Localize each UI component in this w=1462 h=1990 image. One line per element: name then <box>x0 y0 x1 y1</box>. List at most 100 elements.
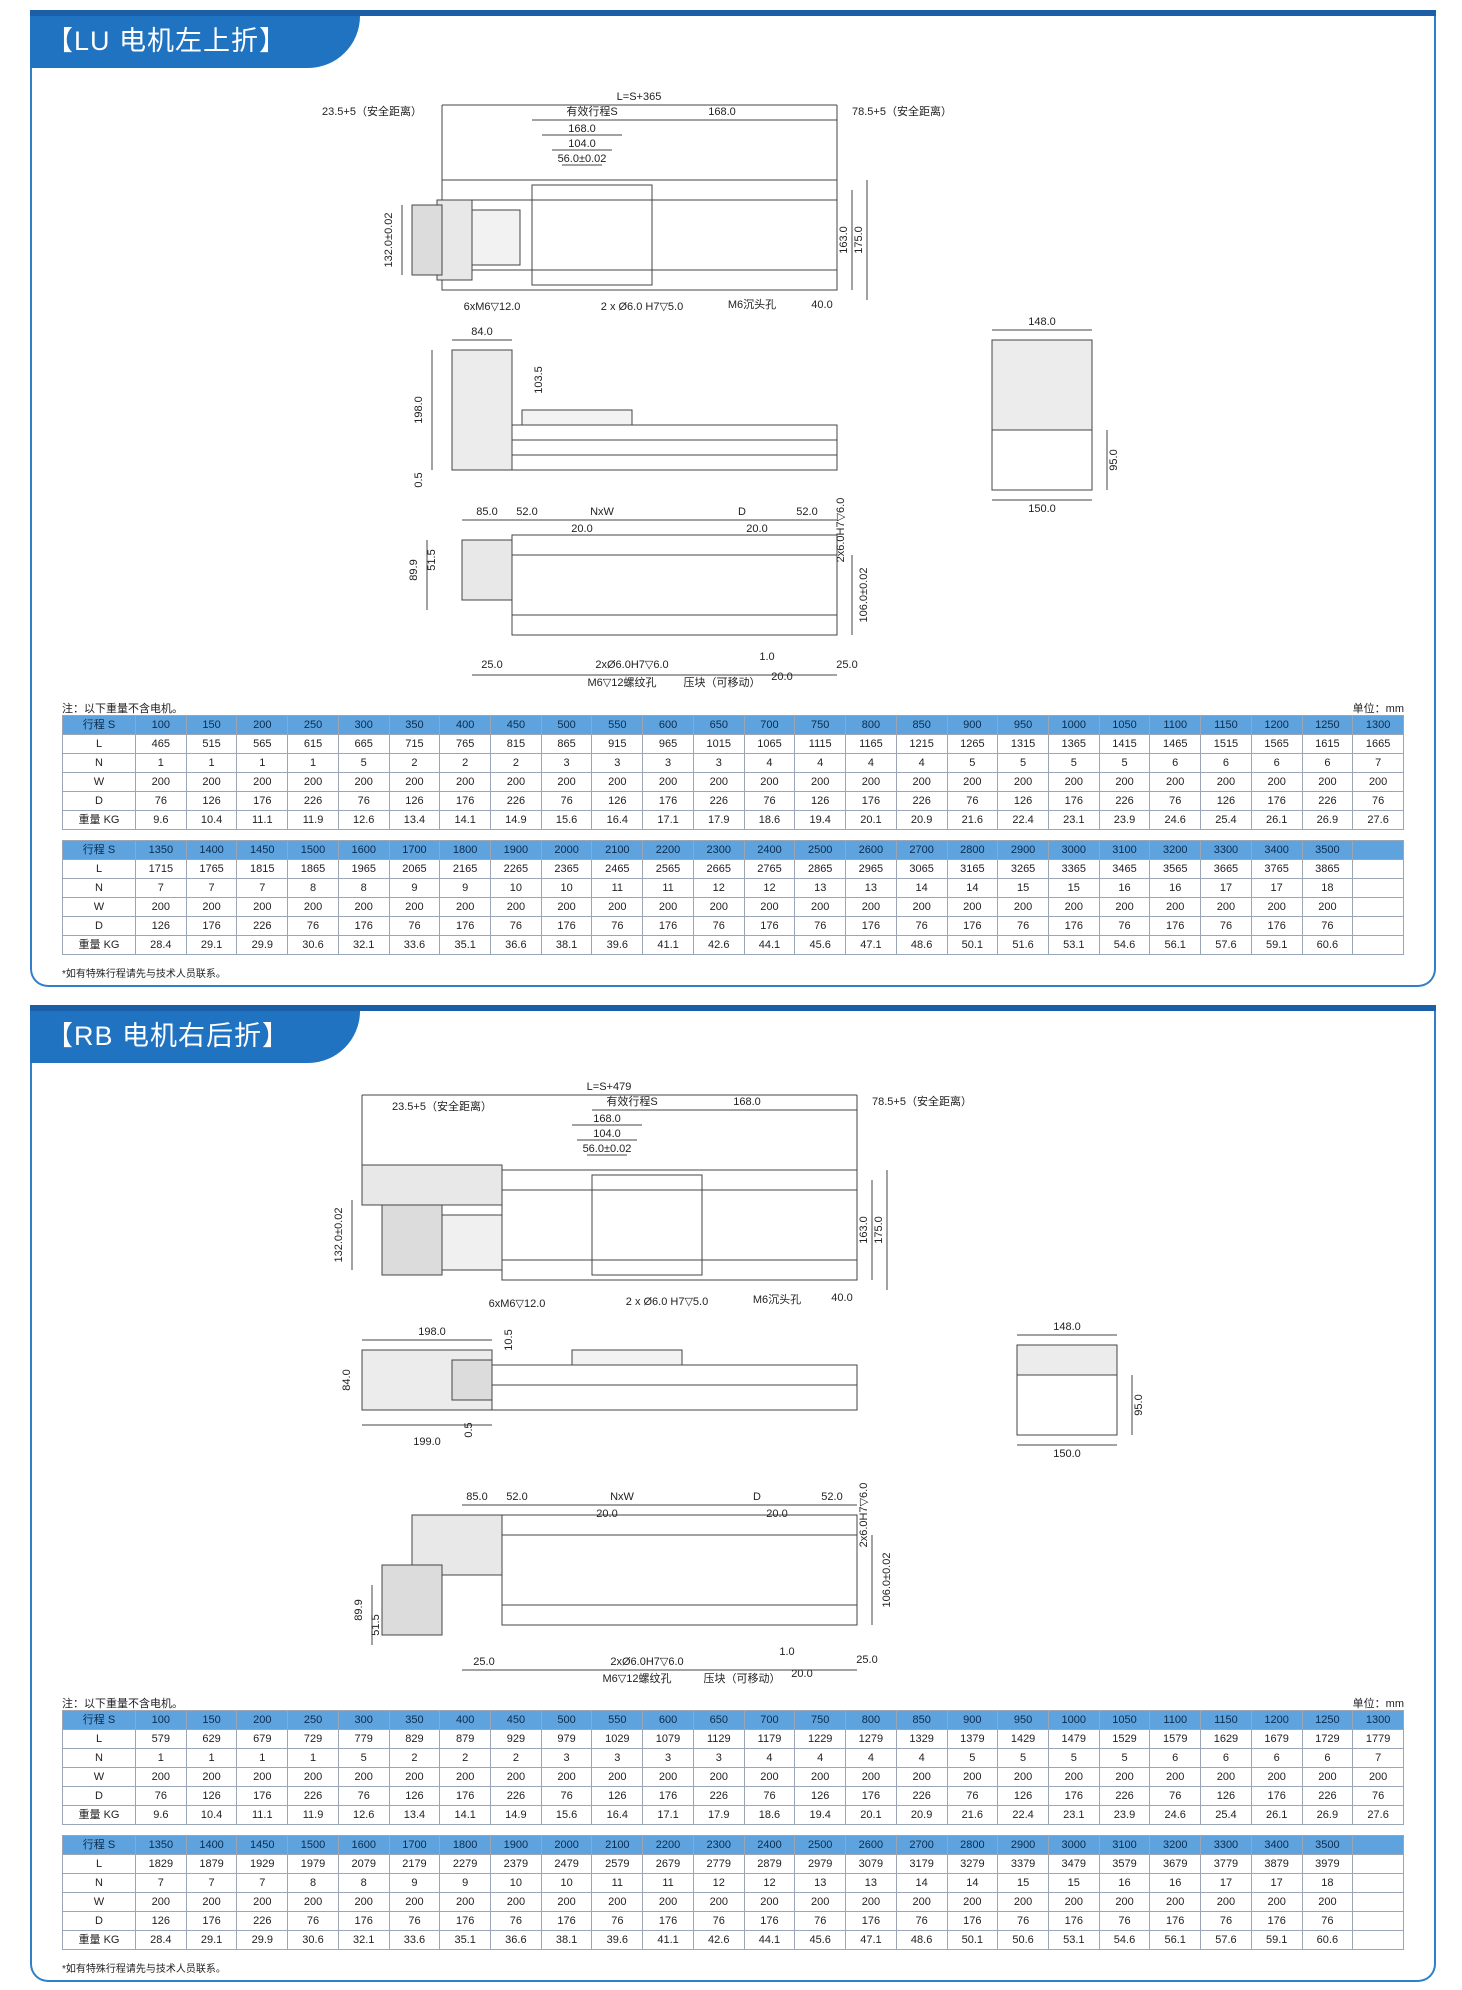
dim-m6-12: M6▽12螺纹孔 <box>603 1671 672 1685</box>
table-cell: 30.6 <box>287 1930 339 1950</box>
dim-52a: 52.0 <box>516 506 537 518</box>
table-cell: 2500 <box>794 1835 847 1855</box>
table-cell: 550 <box>591 715 644 735</box>
table-cell: 1 <box>185 753 238 773</box>
table-cell: 1515 <box>1200 734 1252 754</box>
table-cell: 36.6 <box>490 1930 542 1950</box>
table-cell: 126 <box>997 1786 1049 1806</box>
table-cell: 200 <box>490 1767 542 1787</box>
table-cell: 200 <box>895 772 948 792</box>
table-cell: 3 <box>591 753 644 773</box>
table-cell: 1450 <box>236 840 289 860</box>
table-cell: 3479 <box>1047 1854 1100 1874</box>
section-lu: 【LU 电机左上折】 <box>30 10 1436 987</box>
section-rb: 【RB 电机右后折】 <box>30 1005 1436 1982</box>
dim-20c: 20.0 <box>791 1668 812 1680</box>
table-cell: 500 <box>540 715 593 735</box>
table-cell: 176 <box>439 791 492 811</box>
table-cell: 45.6 <box>794 1930 847 1950</box>
table-cell: 200 <box>439 1892 492 1912</box>
table-cell: 900 <box>946 715 999 735</box>
table-cell: 1229 <box>794 1729 847 1749</box>
table-cell: 44.1 <box>743 935 796 955</box>
table-cell: 200 <box>388 772 441 792</box>
table-cell: 200 <box>439 1767 492 1787</box>
table-cell: 200 <box>1301 897 1354 917</box>
table-cell: 6 <box>1200 753 1252 773</box>
table-cell: 3000 <box>1047 1835 1100 1855</box>
table-cell: 3179 <box>895 1854 948 1874</box>
table-cell: 3865 <box>1301 859 1354 879</box>
table-cell: 59.1 <box>1250 935 1303 955</box>
dim-20b: 20.0 <box>766 1508 787 1520</box>
table-cell: 7 <box>185 878 238 898</box>
table-cell: 13 <box>845 878 897 898</box>
table-cell: 2465 <box>591 859 644 879</box>
table-cell: 2 <box>388 753 441 773</box>
table-cell: 76 <box>1352 1786 1404 1806</box>
table-cell: 200 <box>692 1767 745 1787</box>
table-cell: 200 <box>1352 1767 1404 1787</box>
table-cell: 3300 <box>1200 1835 1252 1855</box>
table-cell: 176 <box>946 1911 999 1931</box>
table-cell: 47.1 <box>845 935 897 955</box>
table-cell: 22.4 <box>997 1805 1049 1825</box>
table-cell: 126 <box>591 1786 644 1806</box>
table-cell: 200 <box>997 1892 1049 1912</box>
table-cell: 7 <box>236 878 289 898</box>
dim-85: 85.0 <box>466 1491 487 1503</box>
table-cell: 176 <box>1047 791 1100 811</box>
table-cell: 76 <box>540 1786 593 1806</box>
table-cell: 1300 <box>1352 715 1404 735</box>
table-cell: 50.1 <box>946 1930 999 1950</box>
table-cell: 200 <box>1250 1892 1303 1912</box>
table-cell: 13 <box>794 878 847 898</box>
table-cell: 2279 <box>439 1854 492 1874</box>
table-cell: 11.9 <box>287 1805 339 1825</box>
table-cell: 1400 <box>185 840 238 860</box>
table-cell: 200 <box>845 772 897 792</box>
table-cell: 14 <box>895 1873 948 1893</box>
dim-95: 95.0 <box>1133 1394 1145 1415</box>
dim-132: 132.0±0.02 <box>383 213 395 268</box>
table-cell: 1415 <box>1098 734 1151 754</box>
table-cell: 3579 <box>1098 1854 1151 1874</box>
table-cell: 50.6 <box>997 1930 1049 1950</box>
table-cell: 1979 <box>287 1854 339 1874</box>
table-cell: 17 <box>1250 878 1303 898</box>
table-cell: 1279 <box>845 1729 897 1749</box>
table-cell: 76 <box>743 791 796 811</box>
table-cell: 20.1 <box>845 1805 897 1825</box>
table-cell: 226 <box>895 1786 948 1806</box>
table-cell: 3500 <box>1301 840 1354 860</box>
dim-safe-right: 78.5+5（安全距离） <box>852 104 952 118</box>
dim-hole-pin: 2 x Ø6.0 H7▽5.0 <box>601 301 683 313</box>
table-cell: 57.6 <box>1200 1930 1252 1950</box>
table-cell: 2665 <box>692 859 745 879</box>
table-cell: 1800 <box>439 1835 492 1855</box>
dim-40: 40.0 <box>811 299 832 311</box>
table-cell: 3065 <box>895 859 948 879</box>
dim-85: 85.0 <box>476 506 497 518</box>
table-cell: 3879 <box>1250 1854 1303 1874</box>
table-cell: 200 <box>895 1767 948 1787</box>
table-cell: 650 <box>692 715 745 735</box>
table-cell: 42.6 <box>692 1930 745 1950</box>
table-cell: 15 <box>1047 1873 1100 1893</box>
table-cell: 176 <box>1250 791 1303 811</box>
table-cell: 750 <box>794 715 847 735</box>
table-cell: 14 <box>895 878 948 898</box>
table-cell: 176 <box>1149 1911 1202 1931</box>
footnote: *如有特殊行程请先与技术人员联系。 <box>62 1964 226 1975</box>
table-cell: 1600 <box>337 1835 390 1855</box>
table-cell: 1050 <box>1098 715 1151 735</box>
table-cell: 39.6 <box>591 935 644 955</box>
dim-block: 压块（可移动） <box>704 1672 781 1685</box>
table-cell: 200 <box>540 772 593 792</box>
table-cell: 2100 <box>591 840 644 860</box>
table-cell: 2965 <box>845 859 897 879</box>
table-cell: 200 <box>1149 1892 1202 1912</box>
